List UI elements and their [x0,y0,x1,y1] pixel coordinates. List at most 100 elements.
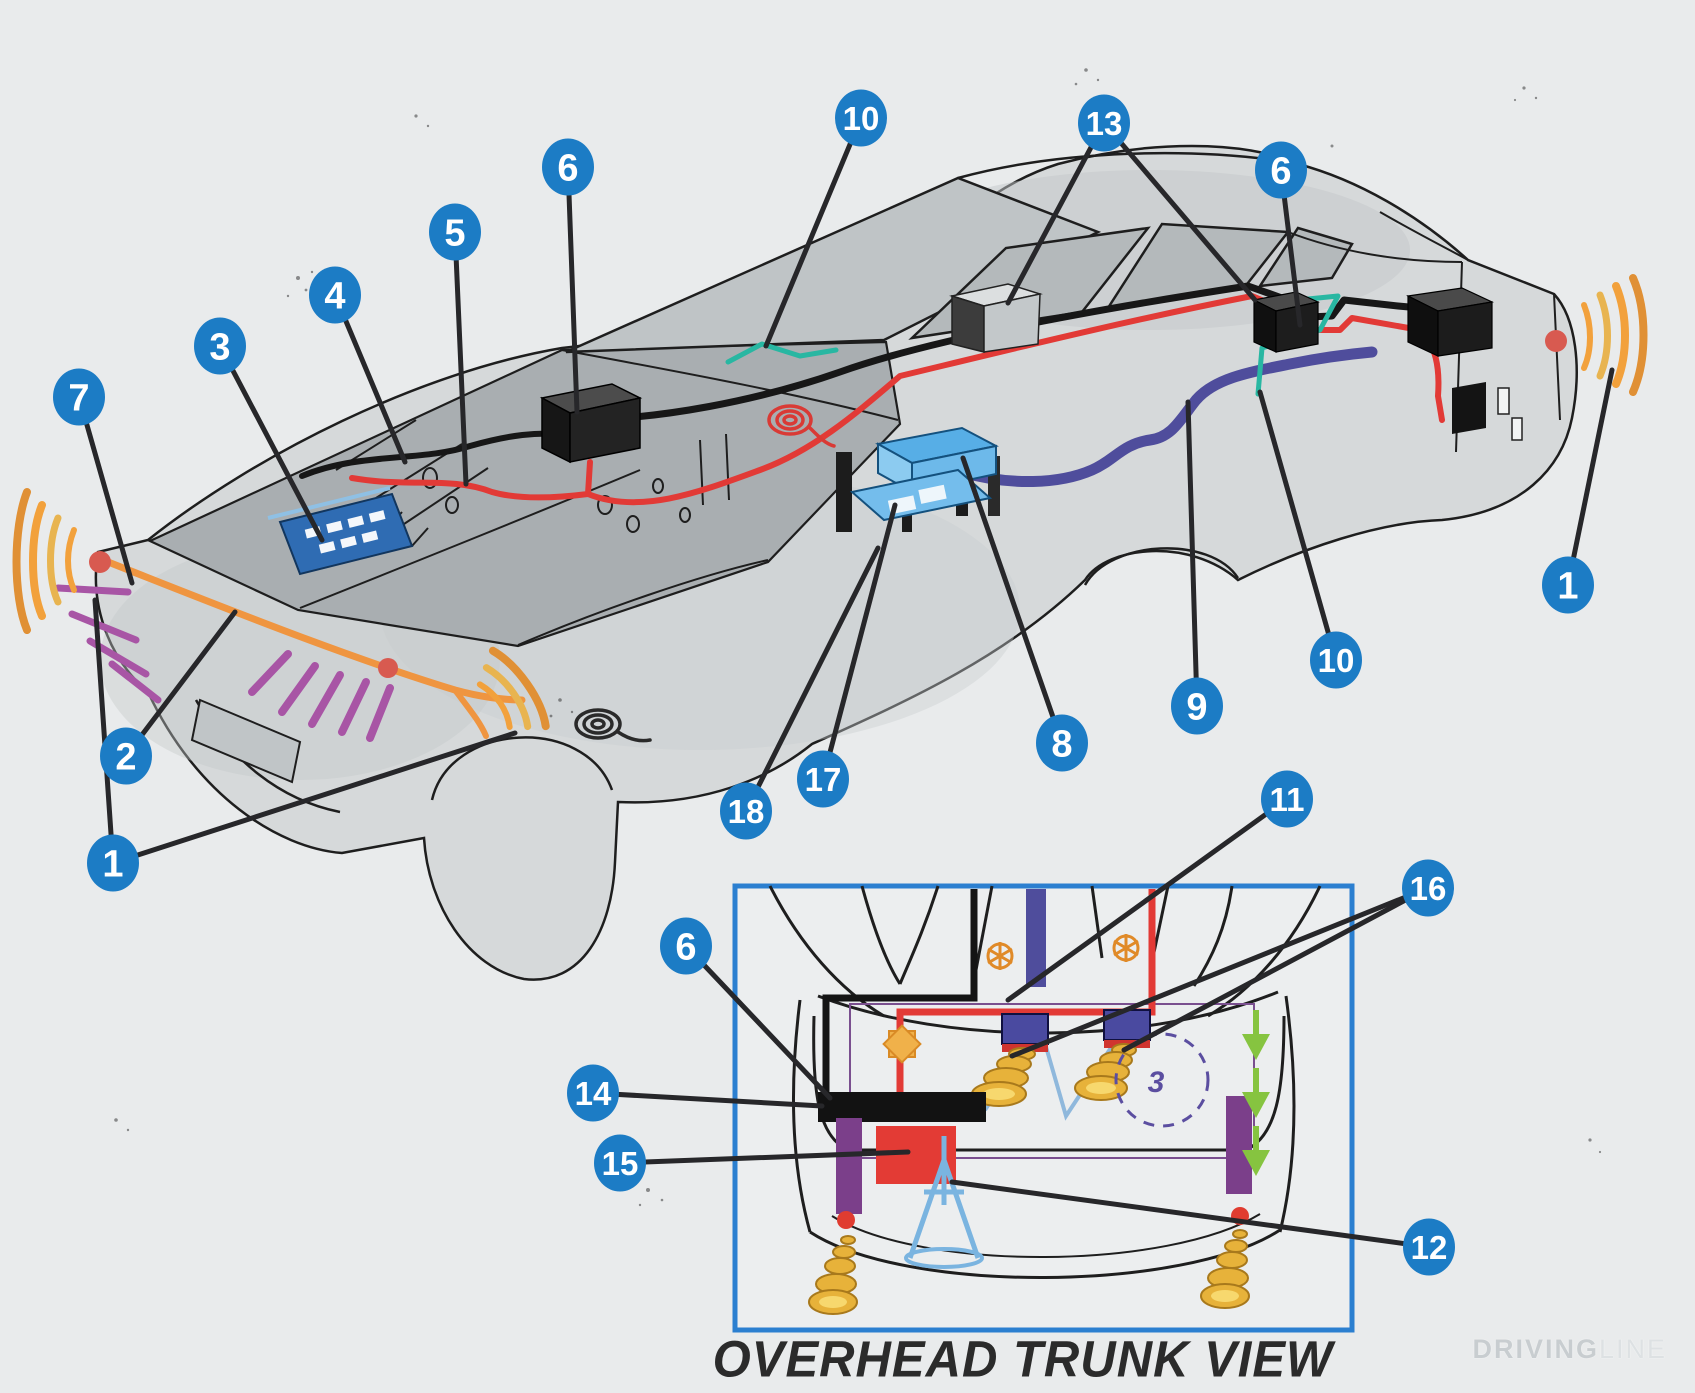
callout-11: 11 [1261,770,1313,828]
leader-line-5 [452,229,469,487]
svg-text:2: 2 [115,737,136,779]
signal-wire-black [570,282,1424,424]
leader-line-7 [76,394,135,586]
eq-crossover-unit [267,486,414,576]
svg-text:6: 6 [557,148,578,190]
leader-line-1 [110,730,518,866]
leader-line-13 [1101,120,1258,303]
windshield-opening [565,176,1102,354]
bottom-cone-left [808,1235,858,1315]
leader-line-9 [1185,399,1200,709]
dash-amplifier-box [539,383,643,464]
rear-deck-speaker-box-right [1406,287,1495,357]
callout-10: 10 [835,89,887,147]
watermark-driving: DRIVING [1472,1334,1599,1364]
leader-line-10 [1257,389,1339,663]
callout-13: 13 [1078,94,1130,152]
callout-16: 16 [1402,859,1454,917]
svg-text:7: 7 [68,378,89,420]
callout-1: 1 [1542,556,1594,614]
svg-text:3: 3 [209,327,230,369]
door-coil-red [767,404,836,448]
leader-line-16 [1121,885,1431,1053]
bottom-dot-left [837,1211,855,1229]
side-panel-left [836,1118,862,1214]
door-wire-indigo [956,346,1378,487]
starburst-icon [882,1024,922,1064]
rear-tweeter-dot [1545,330,1567,352]
callout-14: 14 [567,1064,619,1122]
sound-waves-rear [1581,274,1648,396]
trunk-wire-black [822,889,978,1094]
svg-text:15: 15 [602,1145,639,1182]
callout-17: 17 [797,750,849,808]
svg-text:12: 12 [1411,1229,1448,1266]
callout-5: 5 [429,203,481,261]
side-panel-right [1226,1096,1252,1194]
svg-text:13: 13 [1086,105,1123,142]
callout-10: 10 [1310,631,1362,689]
leader-line-4 [332,292,408,465]
green-arrows [1242,1010,1270,1176]
harness-front-red [349,459,593,501]
taillight-slot [1497,387,1510,415]
svg-text:5: 5 [444,213,465,255]
watermark-line: LINE [1598,1334,1667,1364]
rear-deck-line [1287,211,1469,263]
spare-tire-label: 3 [1148,1066,1165,1099]
svg-text:1: 1 [102,844,123,886]
svg-text:9: 9 [1186,687,1207,729]
antenna-lines-front-left [54,584,162,704]
svg-text:1: 1 [1557,566,1578,608]
svg-text:4: 4 [324,276,345,318]
leader-line-1 [92,597,116,866]
svg-text:11: 11 [1270,781,1305,818]
teal-wire-front [725,341,839,365]
drivingline-watermark: DRIVINGLINE [1472,1334,1667,1365]
bottom-cone-right [1200,1229,1250,1309]
wheel-speaker-dot [378,658,398,678]
crossover-ring-icons [986,934,1140,970]
callout-15: 15 [594,1134,646,1192]
svg-text:8: 8 [1051,724,1072,766]
svg-text:14: 14 [575,1075,612,1112]
leader-line-17 [820,502,898,782]
sound-waves-front-left [12,488,77,634]
svg-text:10: 10 [1318,642,1355,679]
callout-2: 2 [100,727,152,785]
svg-text:6: 6 [1270,151,1291,193]
callout-18: 18 [720,782,772,840]
svg-text:17: 17 [805,761,842,798]
callout-7: 7 [53,368,105,426]
svg-text:16: 16 [1410,870,1447,907]
leader-line-16 [1009,885,1431,1059]
parcel-shelf-box [949,283,1043,353]
antenna-lines-grille [248,650,394,742]
cowl-coil-black [574,708,652,743]
license-opening [190,698,302,784]
taillight-slot [1511,417,1523,441]
leader-line-15 [617,1149,911,1166]
leader-line-8 [960,455,1065,746]
sound-waves-wheel-arch [476,646,550,731]
leader-line-3 [217,343,325,543]
callout-9: 9 [1171,677,1223,735]
front-tweeter-dot [89,551,111,573]
callout-1: 1 [87,834,139,892]
trunk-amplifier [818,1092,986,1122]
callout-6: 6 [1255,141,1307,199]
svg-text:6: 6 [675,927,696,969]
callout-4: 4 [309,266,361,324]
teal-wire-rear [1255,293,1341,397]
leader-lines [76,115,1615,1250]
leader-line-14 [590,1090,825,1109]
rear-fender-speaker-box [1452,382,1486,434]
trunk-inset: 3 [732,883,1355,1333]
leader-line-11 [1005,796,1290,1003]
bumper-wire-orange-branch [452,687,489,739]
rear-deck-speaker-box-left [1252,291,1320,353]
trunk-antenna [904,1136,984,1269]
